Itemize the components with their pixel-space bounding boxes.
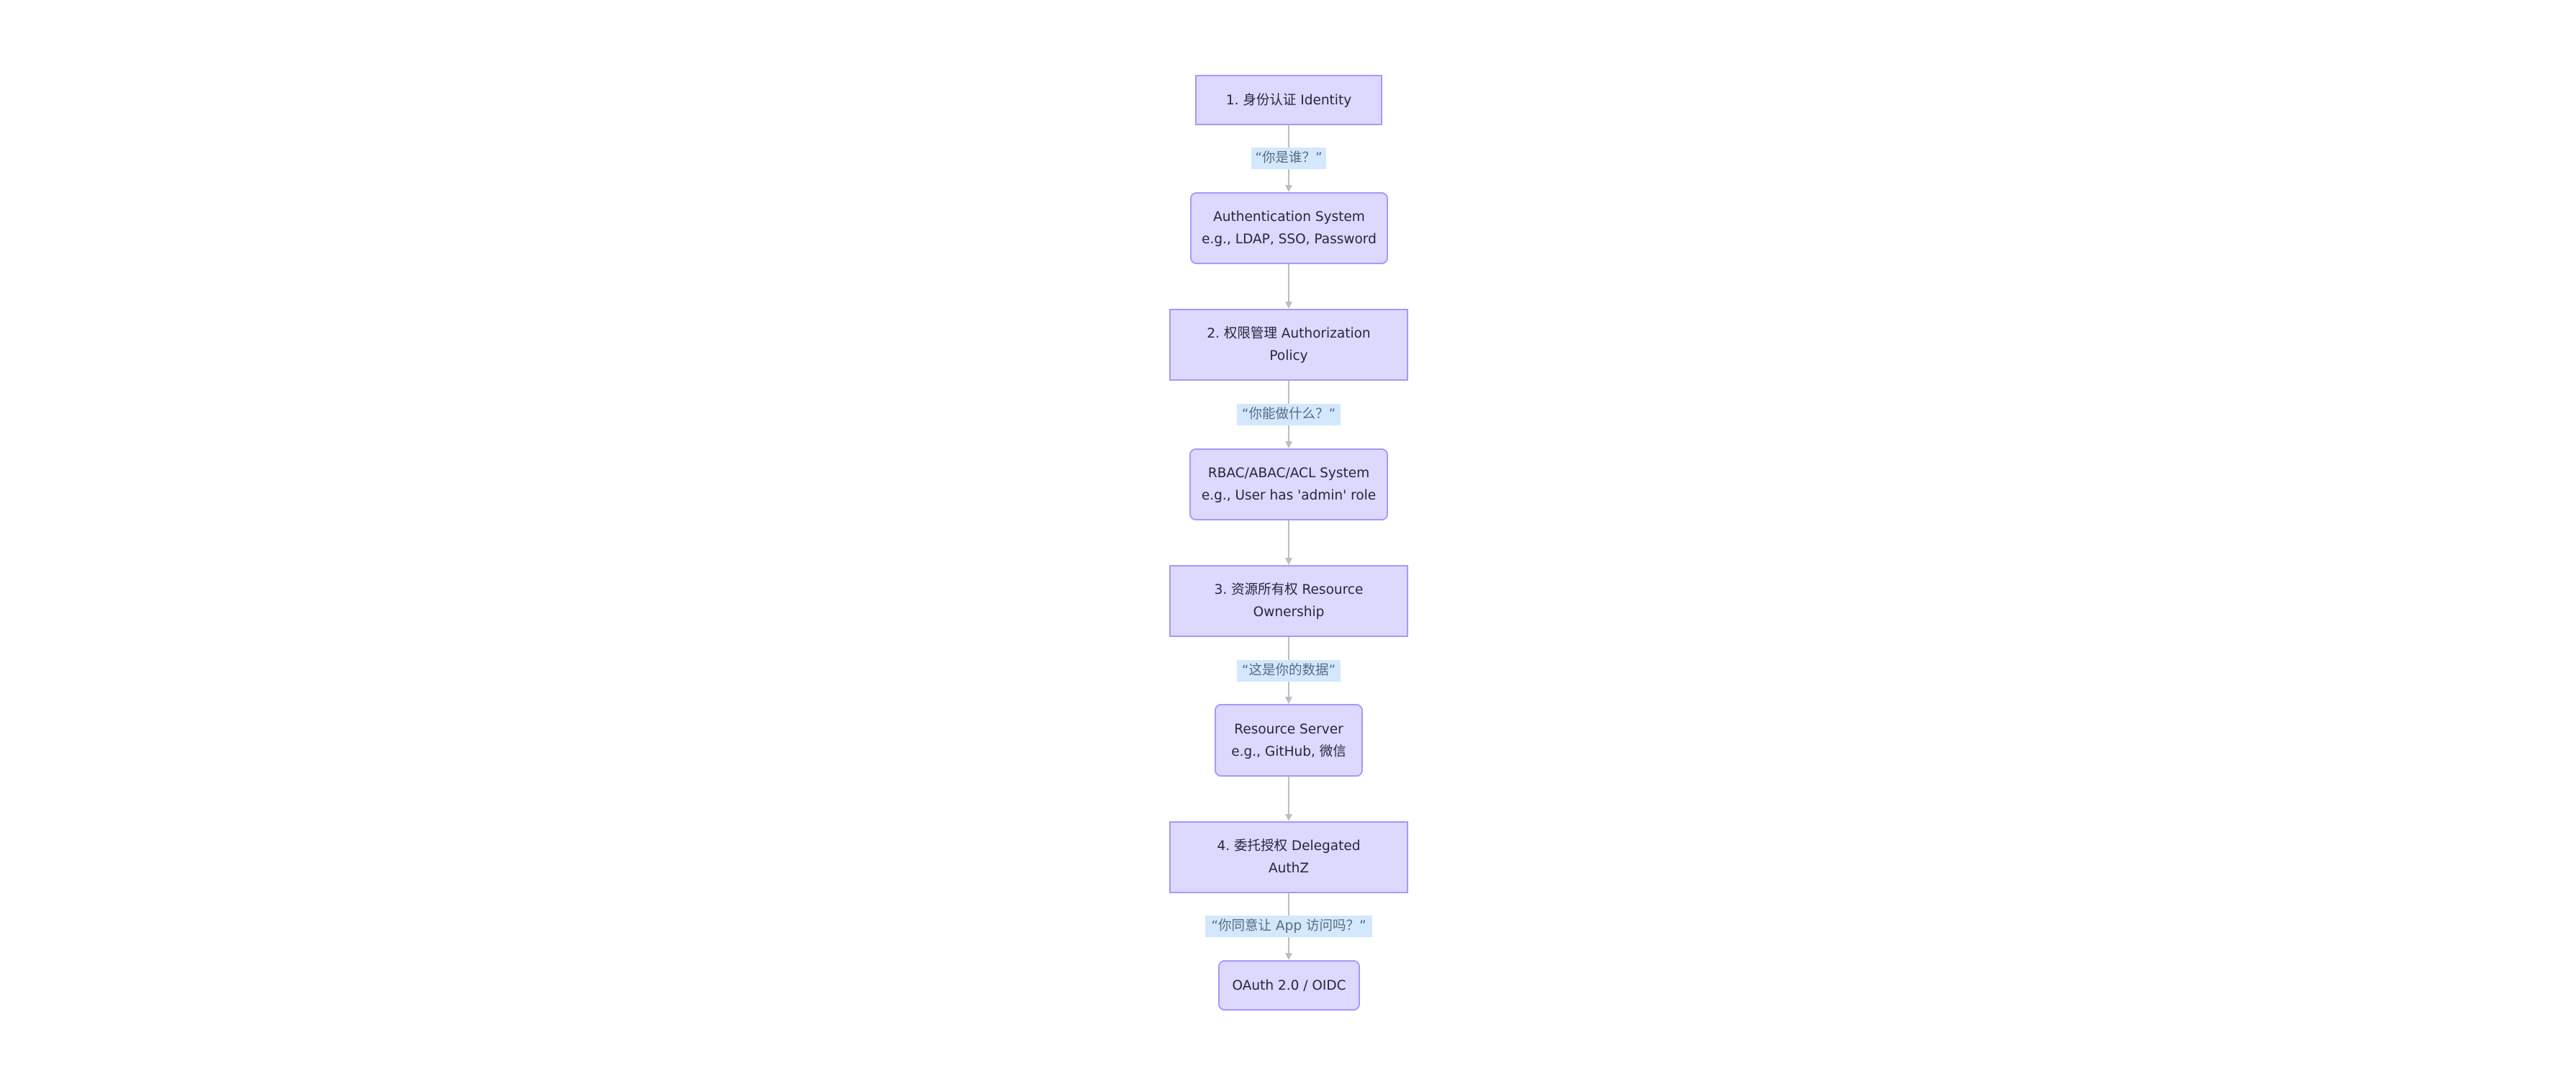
node-resource-ownership-line-1: 3. 资源所有权 Resource [1214, 582, 1364, 597]
edge-label-who-are-you: “你是谁？” [1251, 148, 1326, 169]
node-authorization-policy-line-2: Policy [1269, 348, 1308, 363]
edge-label-this-is-your-data: “这是你的数据” [1237, 660, 1341, 682]
node-authorization-policy: 2. 权限管理 Authorization Policy [1169, 309, 1408, 381]
node-delegated-authz-line-2: AuthZ [1268, 861, 1310, 876]
node-resource-server-line-2: e.g., GitHub, 微信 [1231, 744, 1346, 759]
node-authentication-system-line-1: Authentication System [1213, 209, 1365, 225]
node-rbac-system-line-2: e.g., User has 'admin' role [1201, 488, 1377, 503]
node-identity: 1. 身份认证 Identity [1195, 75, 1382, 125]
node-authorization-policy-line-1: 2. 权限管理 Authorization [1207, 326, 1371, 341]
node-oauth-oidc: OAuth 2.0 / OIDC [1218, 960, 1360, 1011]
node-authentication-system: Authentication System e.g., LDAP, SSO, P… [1190, 192, 1388, 264]
node-oauth-oidc-line-1: OAuth 2.0 / OIDC [1232, 977, 1346, 993]
edge-label-consent-app-access: “你同意让 App 访问吗？” [1205, 916, 1372, 937]
edge-label-what-can-you-do: “你能做什么？” [1237, 404, 1341, 425]
node-delegated-authz: 4. 委托授权 Delegated AuthZ [1169, 821, 1408, 893]
node-authentication-system-line-2: e.g., LDAP, SSO, Password [1202, 232, 1377, 247]
node-rbac-system: RBAC/ABAC/ACL System e.g., User has 'adm… [1189, 448, 1388, 520]
node-resource-server-line-1: Resource Server [1234, 721, 1343, 737]
node-resource-ownership: 3. 资源所有权 Resource Ownership [1169, 565, 1408, 637]
node-delegated-authz-line-1: 4. 委托授权 Delegated [1217, 839, 1361, 854]
node-resource-server: Resource Server e.g., GitHub, 微信 [1215, 704, 1363, 777]
node-rbac-system-line-1: RBAC/ABAC/ACL System [1207, 466, 1370, 481]
node-resource-ownership-line-2: Ownership [1253, 605, 1325, 620]
node-identity-line-1: 1. 身份认证 Identity [1225, 92, 1352, 108]
